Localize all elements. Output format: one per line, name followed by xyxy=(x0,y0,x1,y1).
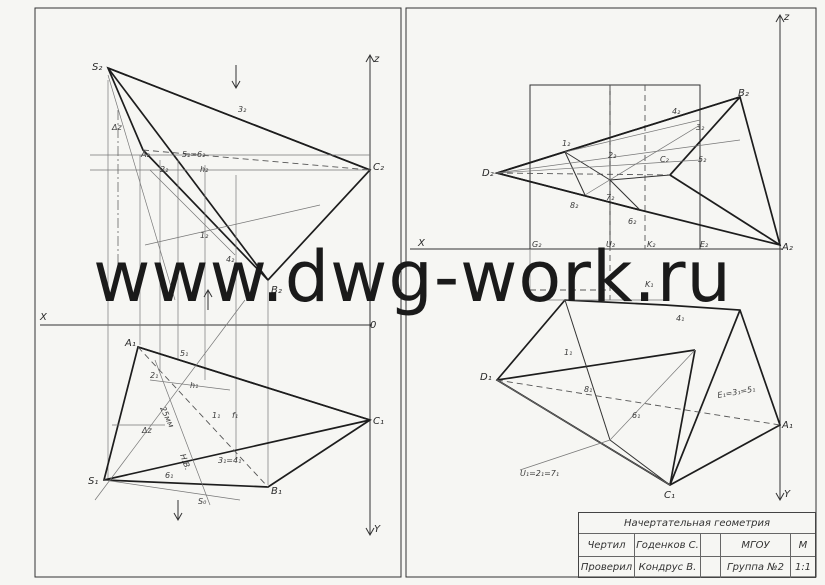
axis-label-z-right: z xyxy=(783,12,790,23)
label-2-1: 2₁ xyxy=(150,371,158,380)
label-h1: h₁ xyxy=(190,381,198,390)
label-5-6-front: 5₂=6₂ xyxy=(182,150,206,159)
label-b1: B₁ xyxy=(271,486,282,497)
label-a2: A₂ xyxy=(140,150,150,159)
label-h2: h₂ xyxy=(200,165,209,174)
label-c1: C₁ xyxy=(373,416,384,427)
label-r-u1: U₁=2₁=7₁ xyxy=(520,469,559,478)
title-block-row-checked: Проверил Кондрус В. Группа №2 1:1 xyxy=(579,556,815,578)
title-block-row-drawn: Чертил Годенков С. МГОУ М xyxy=(579,533,815,557)
label-r-5-2: 5₂ xyxy=(698,155,707,164)
label-r-e2: E₂ xyxy=(700,240,709,249)
label-1-1: 1₁ xyxy=(212,411,220,420)
label-r-d2: D₂ xyxy=(482,168,494,179)
drawn-name: Годенков С. xyxy=(634,534,700,557)
label-1-2: 1₂ xyxy=(200,231,209,240)
label-r-a1: A₁ xyxy=(781,420,793,431)
label-r-u2: U₂ xyxy=(606,240,616,249)
label-f1: f₁ xyxy=(232,411,238,420)
top-projection xyxy=(94,299,372,506)
label-r-4-2: 4₂ xyxy=(672,107,681,116)
label-r-8-1: 8₁ xyxy=(584,385,592,394)
label-r-k1: K₁ xyxy=(645,280,653,289)
label-r-7-2: 7₂ xyxy=(606,193,615,202)
axis-label-y-right: Y xyxy=(784,489,791,500)
label-r-1-1: 1₁ xyxy=(564,348,572,357)
scale-label: М xyxy=(790,534,815,557)
label-r-6-2: 6₂ xyxy=(628,217,637,226)
construction-frame xyxy=(529,84,701,300)
label-dz-front: Δz xyxy=(111,123,122,132)
label-b2: B₂ xyxy=(271,285,282,296)
label-5-1: 5₁ xyxy=(180,349,188,358)
label-r-4-1: 4₁ xyxy=(676,314,684,323)
group-number: Группа №2 xyxy=(720,557,790,578)
label-r-c2: C₂ xyxy=(660,155,670,164)
label-s2: S₂ xyxy=(92,62,102,73)
front-projection xyxy=(90,66,372,301)
label-r-6-1: 6₁ xyxy=(632,411,640,420)
label-r-c1: C₁ xyxy=(664,490,675,501)
label-dz-top: Δz xyxy=(141,426,152,435)
scale-value: 1:1 xyxy=(790,557,815,578)
label-r-a2: A₂ xyxy=(781,242,793,253)
title-block: Начертательная геометрия Чертил Годенков… xyxy=(578,512,816,578)
checked-signature-cell xyxy=(700,557,720,578)
label-r-3-2: 3₂ xyxy=(696,123,705,132)
right-top-projection xyxy=(495,299,782,486)
link-lines xyxy=(107,80,269,485)
org-name: МГОУ xyxy=(720,534,790,557)
axis-label-x-left: X xyxy=(39,312,48,323)
drawn-label: Чертил xyxy=(587,540,626,551)
label-s0: S₀ xyxy=(198,497,207,506)
label-a1: A₁ xyxy=(124,338,136,349)
label-r-d1: D₁ xyxy=(480,372,492,383)
right-front-projection xyxy=(493,95,782,247)
watermark-text: www.dwg-work.ru xyxy=(93,236,732,318)
label-3-2: 3₂ xyxy=(238,105,247,114)
label-r-e1: E₁=3₁=5₁ xyxy=(717,384,756,400)
title-block-title: Начертательная геометрия xyxy=(623,517,771,529)
label-r-g2: G₂ xyxy=(532,240,542,249)
axis-label-0-left: 0 xyxy=(370,320,376,331)
drawn-signature-cell xyxy=(700,534,720,557)
label-4-2: 4₂ xyxy=(226,255,235,264)
label-c2: C₂ xyxy=(373,162,384,173)
label-s1: S₁ xyxy=(88,476,98,487)
axis-label-x-right: X xyxy=(417,238,426,249)
checked-name: Кондрус В. xyxy=(634,557,700,578)
sheet-border-left xyxy=(34,7,402,578)
label-r-2-2: 2₂ xyxy=(608,151,617,160)
label-r-k2: K₂ xyxy=(647,240,656,249)
label-r-1-2: 1₂ xyxy=(562,139,571,148)
label-2-2: 2₂ xyxy=(160,165,169,174)
checked-label: Проверил xyxy=(580,562,633,573)
axis-label-z-left: z xyxy=(373,54,380,65)
label-r-8-2: 8₂ xyxy=(570,201,579,210)
label-r-b2: B₂ xyxy=(738,88,749,99)
axis-label-y-left: Y xyxy=(374,524,381,535)
label-6-1: 6₁ xyxy=(165,471,173,480)
label-3-4-top: 3₁=4₁ xyxy=(218,456,241,465)
